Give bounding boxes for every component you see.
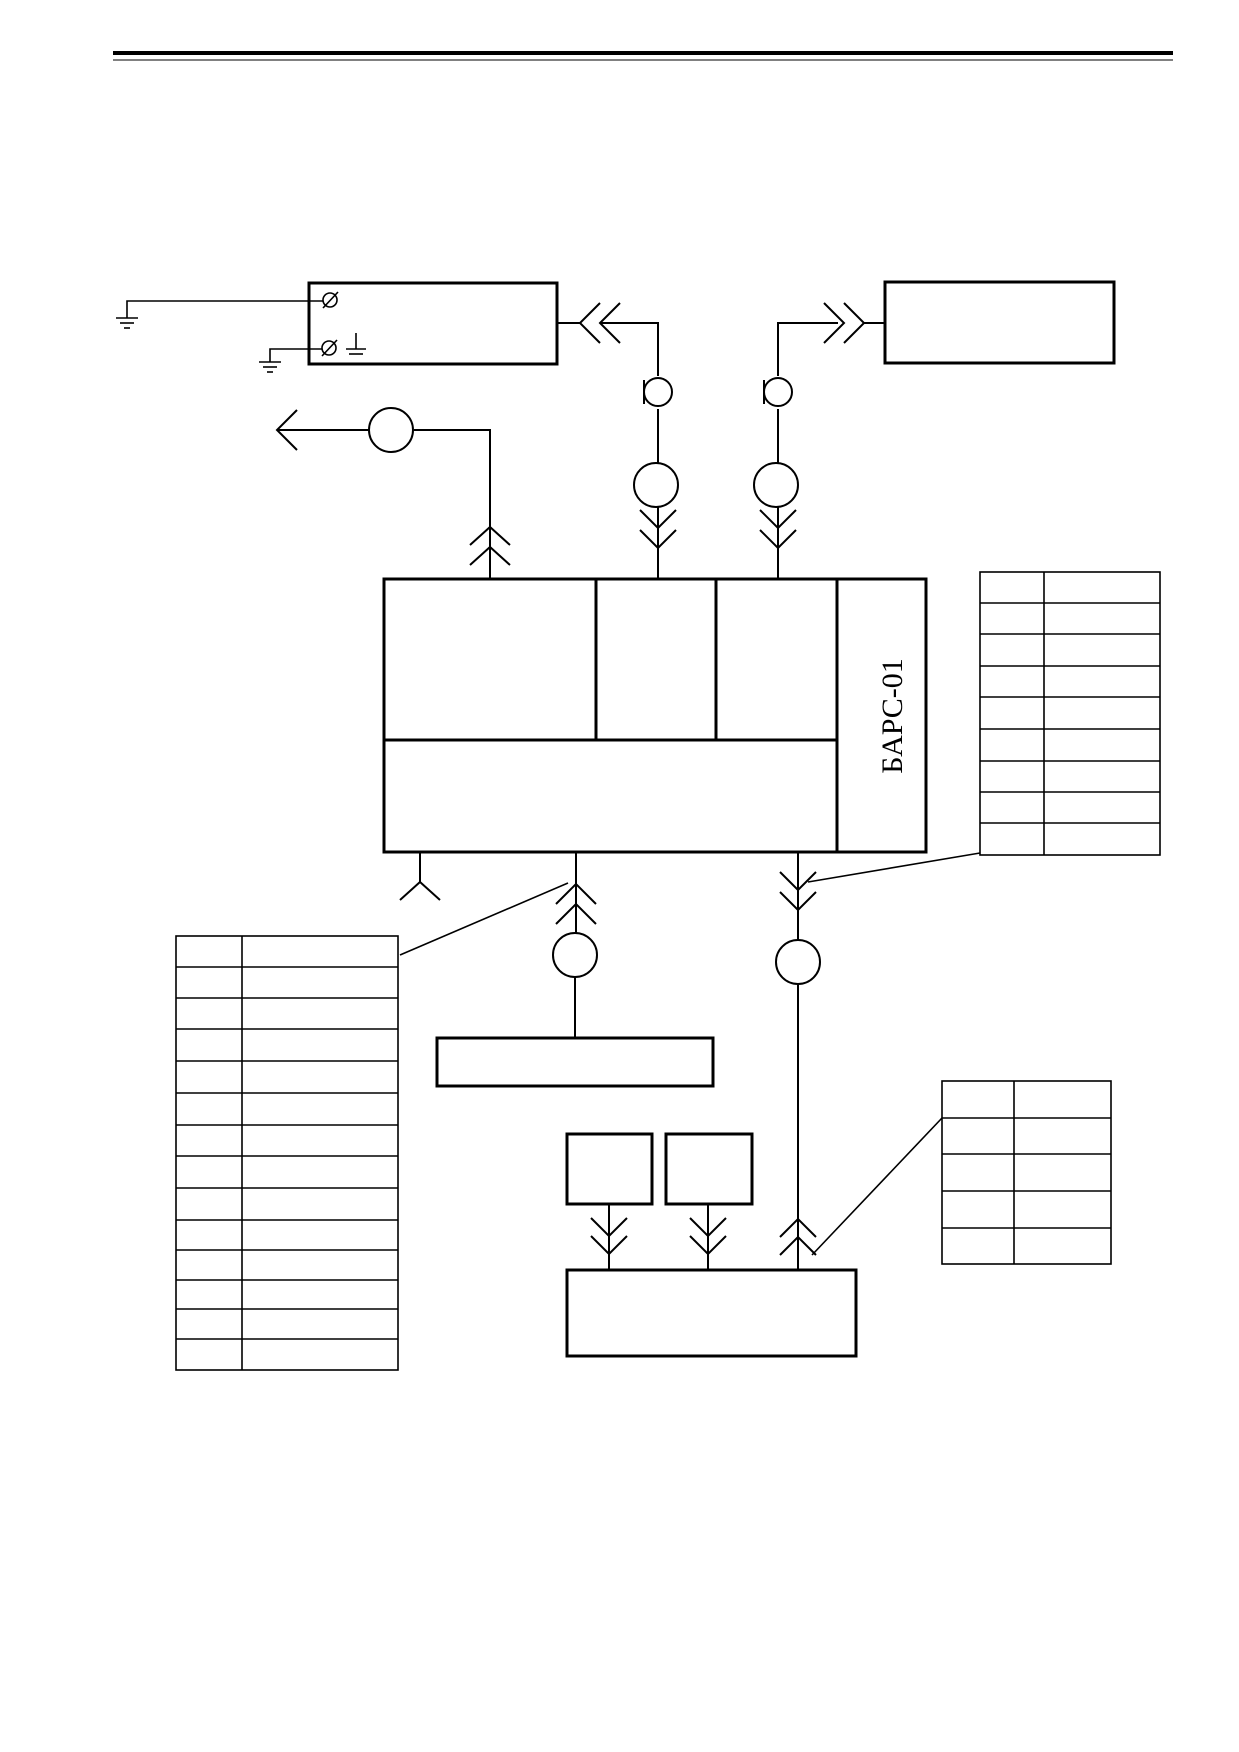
bottom-unit bbox=[565, 1132, 858, 1358]
bottom-left-connector bbox=[399, 852, 441, 901]
small-block-1 bbox=[565, 1132, 654, 1206]
output-cable-arrow bbox=[275, 407, 511, 580]
lower-right-cable bbox=[775, 852, 981, 1270]
header-rule bbox=[113, 51, 1173, 61]
bottom-right-pin-table bbox=[811, 1080, 1112, 1265]
small-block-2 bbox=[664, 1132, 754, 1206]
ground-symbol-1 bbox=[116, 300, 323, 329]
middle-bar-block bbox=[435, 1036, 715, 1088]
lower-middle-cable bbox=[399, 852, 598, 1038]
power-terminal-block bbox=[307, 281, 559, 366]
device-cable bbox=[753, 302, 885, 580]
main-unit: БАРС-01 bbox=[382, 577, 928, 854]
power-cable bbox=[557, 302, 679, 580]
right-pin-table bbox=[979, 571, 1161, 856]
ground-symbol-2 bbox=[259, 348, 322, 373]
bottom-block bbox=[565, 1268, 858, 1358]
peripheral-block-top-right bbox=[883, 280, 1116, 365]
main-unit-label: БАРС-01 bbox=[876, 658, 909, 774]
left-pin-table bbox=[175, 935, 399, 1371]
